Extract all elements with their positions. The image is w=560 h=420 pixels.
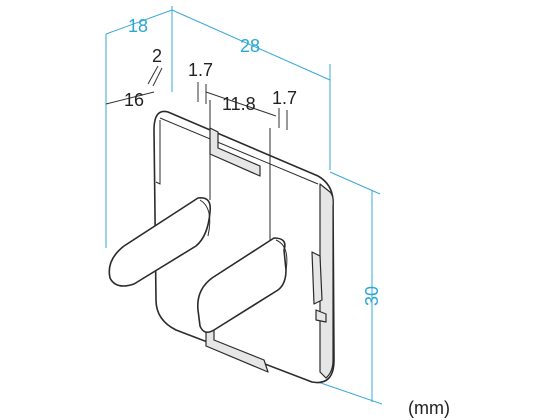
blade-left-edge: [199, 199, 211, 237]
label-slot-17-right: 1.7: [272, 88, 297, 108]
leader-lines: [105, 65, 288, 130]
dimension-lines: [105, 6, 383, 405]
extension-line-height-bottom: [317, 381, 383, 405]
label-spacing-118: 11.8: [222, 94, 256, 114]
leader-2-a: [147, 65, 159, 85]
dimline-depth-18: [105, 9, 173, 35]
label-width-28: 28: [240, 36, 260, 56]
top-edge-inner: [159, 117, 319, 185]
leader-16: [105, 91, 155, 105]
slot-right-lower: [315, 309, 327, 323]
label-blade-2: 2: [152, 46, 162, 66]
label-depth-18: 18: [128, 16, 148, 36]
label-height-30: 30: [362, 286, 382, 306]
dimline-width-28: [171, 9, 331, 81]
label-blade-16: 16: [124, 90, 144, 110]
plug-cover-body: [108, 100, 335, 384]
slot-right-upper: [311, 251, 323, 305]
cover-side-edge: [319, 183, 334, 379]
leader-2-b: [152, 67, 163, 87]
blade-right: [196, 237, 287, 334]
label-slot-17-left: 1.7: [188, 60, 213, 80]
unit-label: (mm): [408, 398, 450, 418]
blade-left: [108, 196, 212, 287]
blade-right-edge: [275, 239, 288, 271]
left-edge-notch: [155, 120, 161, 185]
leader-118: [205, 91, 277, 117]
